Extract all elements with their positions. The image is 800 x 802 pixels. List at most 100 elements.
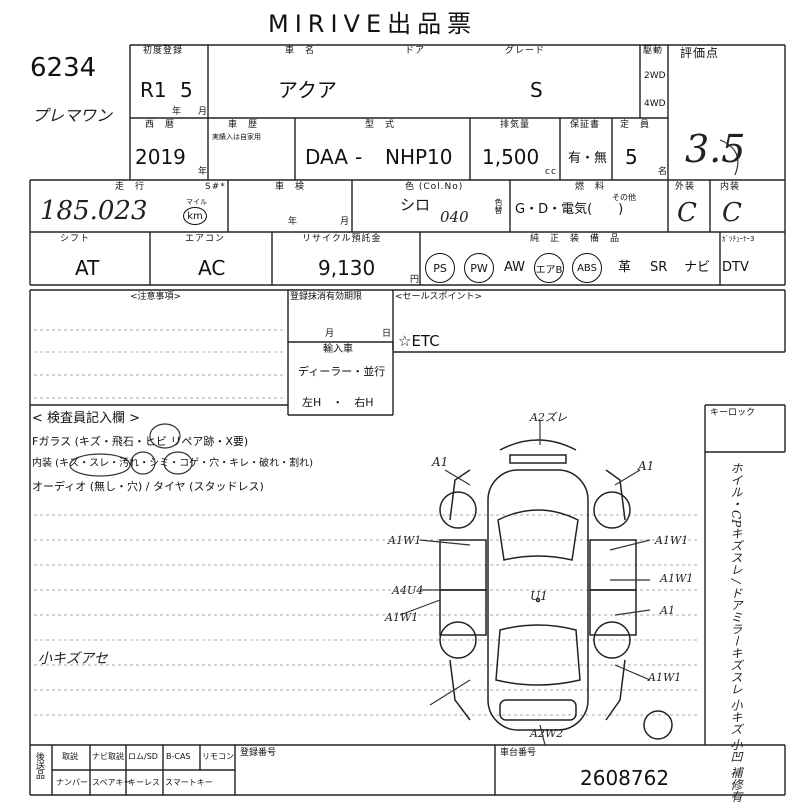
side-notes: ホイル・CPキズスレ / ドアミラーキズスレ 小キズ 小凹 補修有 bbox=[729, 462, 743, 802]
color-change-label: 色替 bbox=[494, 198, 503, 214]
reg-day: 日 bbox=[382, 329, 392, 339]
color-value: シロ bbox=[400, 196, 431, 214]
reg-month: 月 bbox=[325, 329, 335, 339]
color-no: 040 bbox=[440, 208, 469, 226]
keylock-label: キーロック bbox=[710, 408, 756, 418]
warranty-value: 有・無 bbox=[568, 151, 608, 166]
import-dealer: ディーラー・並行 bbox=[298, 365, 386, 378]
inspection-line-interior: 内装 (キズ・スレ・汚れ・シミ・コゲ・穴・キレ・破れ・割れ) bbox=[32, 458, 313, 469]
later-item-keyless: キーレス bbox=[128, 778, 160, 787]
reg-number-label: 登録番号 bbox=[240, 748, 277, 758]
drive-label: 駆動 bbox=[643, 46, 664, 56]
equip-abs: ABS bbox=[572, 253, 602, 283]
mark-front: A2ズレ bbox=[530, 411, 567, 424]
car-diagram bbox=[439, 439, 673, 740]
first-reg-era: R1 bbox=[140, 78, 167, 102]
capacity-value: 5 bbox=[625, 145, 638, 169]
inspection-label: 車 検 bbox=[275, 182, 306, 192]
mark-fl: A1 bbox=[432, 455, 449, 469]
door-label: ドア bbox=[405, 46, 426, 56]
year-mark-2: 年 bbox=[198, 167, 209, 177]
inspection-handwritten: 小キズアセ bbox=[38, 651, 108, 667]
interior-grade: C bbox=[722, 198, 742, 228]
sales-point-label: <セールスポイント> bbox=[395, 292, 483, 302]
mark-l-step: A1W1 bbox=[385, 611, 419, 624]
equip-aw: AW bbox=[504, 260, 526, 275]
inspection-year: 年 bbox=[288, 217, 299, 227]
reg-expiry-label: 登録抹消有効期限 bbox=[290, 292, 363, 302]
year-type-sub: 実績入は自家用 bbox=[212, 133, 261, 141]
mark-fr: A1 bbox=[638, 459, 655, 473]
later-item-rom: ロム/SD bbox=[128, 752, 158, 761]
km-mark: km bbox=[183, 207, 207, 225]
later-item-bcas: B-CAS bbox=[166, 752, 191, 761]
tuner-label: ｶﾞｿﾁｭｰﾅｰ3 bbox=[722, 235, 755, 243]
person-mark: 名 bbox=[658, 167, 669, 177]
first-reg-label: 初度登録 bbox=[143, 46, 184, 56]
chassis-number-value: 2608762 bbox=[580, 766, 670, 790]
inspector-label: < 検査員記入欄 > bbox=[32, 411, 141, 426]
mark-lr-door: A4U4 bbox=[392, 584, 424, 597]
form-title: MIRIVE出品票 bbox=[268, 10, 478, 38]
car-name-value: アクア bbox=[278, 78, 337, 102]
import-car-label: 輸入車 bbox=[323, 344, 353, 355]
mark-rf-door: A1W1 bbox=[655, 534, 689, 547]
later-delivery-label: 後送品 bbox=[34, 752, 44, 779]
mark-rear: A2W2 bbox=[530, 727, 564, 740]
grade-label: グレード bbox=[505, 46, 546, 56]
model-prefix: DAA bbox=[305, 145, 348, 169]
first-reg-month: 5 bbox=[180, 78, 193, 102]
exterior-label: 外装 bbox=[675, 182, 696, 192]
displacement-label: 排気量 bbox=[500, 120, 531, 130]
recycle-label: リサイクル預託金 bbox=[302, 234, 382, 244]
era-label: 西 暦 bbox=[145, 120, 176, 130]
import-handle: 左H ・ 右H bbox=[302, 396, 374, 409]
cc-mark: cc bbox=[545, 167, 557, 177]
model-dash: - bbox=[355, 145, 363, 169]
car-name-label: 車 名 bbox=[285, 46, 316, 56]
color-label: 色 (Col.No) bbox=[405, 182, 464, 192]
model-code: NHP10 bbox=[385, 145, 453, 169]
meter-label: S#* bbox=[205, 182, 226, 192]
later-item-smartkey: スマートキー bbox=[165, 778, 213, 787]
equip-ps: PS bbox=[425, 253, 455, 283]
mark-rr-door: A1W1 bbox=[660, 572, 694, 585]
mileage-label: 走 行 bbox=[115, 182, 146, 192]
inspection-month: 月 bbox=[340, 217, 351, 227]
evaluation-score: 3.5 bbox=[685, 127, 746, 171]
lot-number: 6234 bbox=[30, 53, 97, 83]
fuel-label: 燃 料 bbox=[575, 182, 606, 192]
mileage-value: 185.023 bbox=[40, 196, 148, 226]
sales-point-value: ☆ETC bbox=[398, 332, 440, 350]
equip-airbag: エアB bbox=[534, 253, 564, 283]
yen-mark: 円 bbox=[410, 275, 420, 285]
equip-leather: 革 bbox=[618, 260, 632, 275]
month-mark: 月 bbox=[198, 107, 209, 117]
later-item-spare-key: スペアキー bbox=[92, 778, 132, 787]
mark-roof: U1 bbox=[530, 589, 548, 603]
equip-navi: ナビ bbox=[684, 260, 711, 275]
evaluation-label: 評価点 bbox=[680, 46, 720, 60]
grade-value: S bbox=[530, 78, 543, 102]
chassis-number-label: 車台番号 bbox=[500, 748, 537, 758]
drive-2wd: 2WD bbox=[644, 71, 666, 81]
shift-value: AT bbox=[75, 256, 100, 280]
aircon-label: エアコン bbox=[185, 234, 226, 244]
exterior-grade: C bbox=[677, 198, 697, 228]
year-value: 2019 bbox=[135, 145, 186, 169]
model-handwritten: プレマワン bbox=[32, 106, 113, 125]
fuel-value: G・D・電気( ) bbox=[515, 202, 624, 217]
mark-rr: A1W1 bbox=[648, 671, 682, 684]
year-mark: 年 bbox=[172, 107, 183, 117]
year-type-label: 車 歴 bbox=[228, 120, 259, 130]
fuel-other-label: その他 bbox=[612, 193, 636, 202]
equip-sr: SR bbox=[650, 260, 668, 275]
interior-label: 内装 bbox=[720, 182, 741, 192]
equip-pw: PW bbox=[464, 253, 494, 283]
displacement-value: 1,500 bbox=[482, 145, 540, 169]
aircon-value: AC bbox=[198, 256, 226, 280]
inspection-line-glass: Fガラス (キズ・飛石・ヒビ リペア跡・X要) bbox=[32, 435, 249, 448]
mark-lf-door: A1W1 bbox=[388, 534, 422, 547]
recycle-value: 9,130 bbox=[318, 256, 376, 280]
